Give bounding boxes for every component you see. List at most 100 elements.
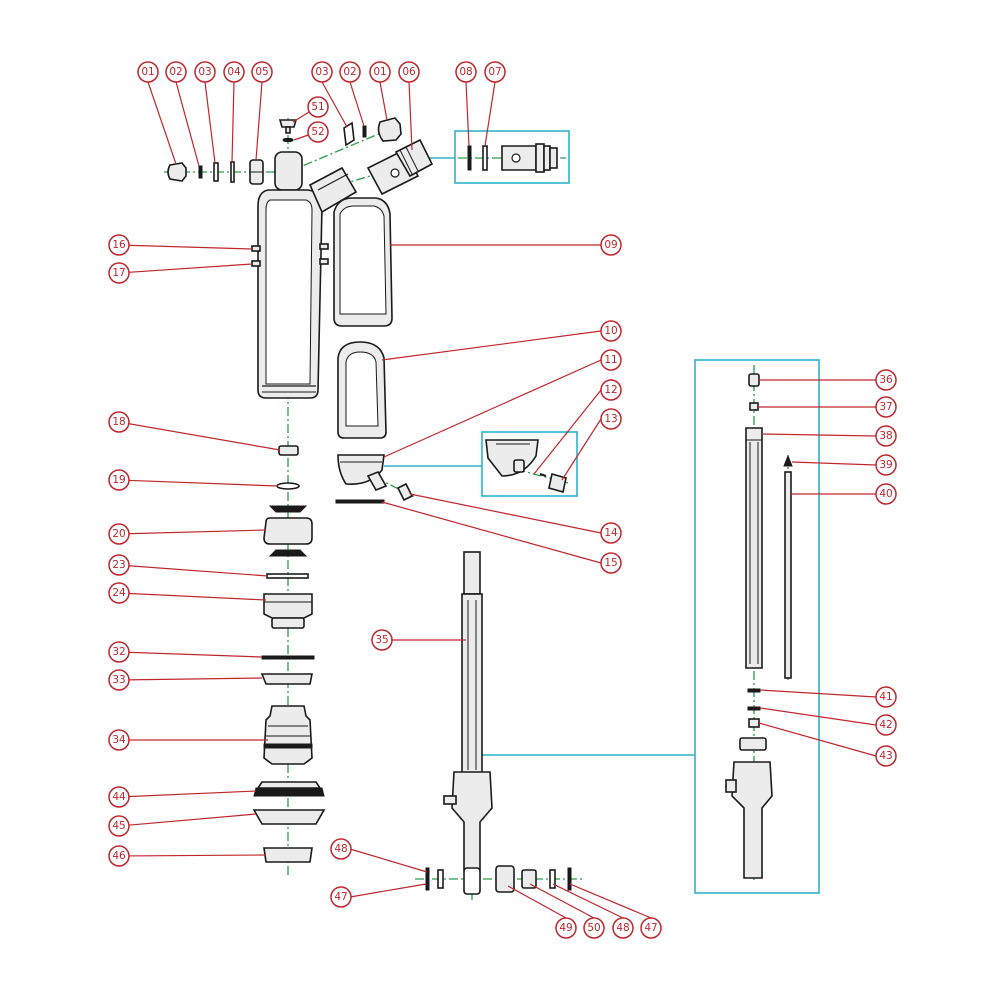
callout-23-label: 23 [112,559,125,571]
callout-13: 13 [600,408,622,430]
callout-42-label: 42 [879,719,892,731]
part-35-shaft [443,551,493,895]
callout-06-label: 06 [402,66,416,78]
callout-12: 12 [600,379,622,401]
body-top-collar [274,151,303,191]
callout-48a-label: 48 [334,843,347,855]
callout-38-label: 38 [879,430,892,442]
callout-34-label: 34 [112,734,126,746]
callout-05-label: 05 [255,66,268,78]
callout-10-label: 10 [604,325,617,337]
callout-11: 11 [600,349,622,371]
callout-52: 52 [307,121,329,143]
nozzle-detail [485,439,567,494]
callout-44-label: 44 [112,791,126,803]
callout-14-label: 14 [604,527,618,539]
part-39-tip [783,454,793,467]
callout-01a-label: 01 [141,66,154,78]
callout-41: 41 [875,686,897,708]
detail-box-shaft [694,359,820,894]
shaft-detail [725,373,793,879]
callout-05: 05 [251,61,273,83]
part-01b-nut [377,117,402,142]
callout-38: 38 [875,425,897,447]
part-37-washer [749,402,759,411]
callout-14: 14 [600,522,622,544]
callout-02a-label: 02 [169,66,182,78]
body-neck [308,166,358,214]
callout-43-label: 43 [879,750,892,762]
callout-45: 45 [108,815,130,837]
callout-15-label: 15 [604,557,617,569]
callout-15: 15 [600,552,622,574]
callout-02b-label: 02 [343,66,356,78]
detail-box-valve [454,130,570,184]
part-19-ring [276,482,300,490]
callout-02b: 02 [339,61,361,83]
part-07-ring [482,145,488,171]
callout-35: 35 [371,629,393,651]
callout-06: 06 [398,61,420,83]
callout-48b: 48 [612,917,634,939]
callout-47b-label: 47 [644,922,657,934]
part-48a-washer [437,869,444,889]
part-32-ring [261,655,315,660]
callout-47a-label: 47 [334,891,347,903]
callout-08a: 08 [455,61,477,83]
top-screw [278,119,298,143]
bottom-fittings [425,865,572,893]
valve-detail [467,143,558,173]
callout-02a: 02 [165,61,187,83]
part-52-washer [282,137,294,143]
detail-box-nozzle [481,431,578,497]
part-10-cup [337,341,387,439]
callout-23: 23 [108,554,130,576]
callout-49-label: 49 [559,922,572,934]
top-right-fittings [343,117,402,147]
callout-03a-label: 03 [198,66,211,78]
callout-51-label: 51 [311,101,324,113]
part-18-nut [278,445,299,456]
callout-20: 20 [108,523,130,545]
callout-17-label: 17 [112,267,125,279]
callout-03a: 03 [194,61,216,83]
callout-03b-label: 03 [315,66,328,78]
callout-19-label: 19 [112,474,125,486]
part-20-body [263,517,313,545]
callout-50-label: 50 [587,922,600,934]
callout-33: 33 [108,669,130,691]
part-34-valve [263,705,313,765]
callout-01a: 01 [137,61,159,83]
lower-stack [252,445,326,863]
part-47b-washer [567,867,572,891]
part-24-housing [263,593,313,619]
callout-39-label: 39 [879,459,892,471]
callout-35-label: 35 [375,634,388,646]
part-48b-washer [549,869,556,889]
top-left-fittings [167,159,264,185]
part-49-bushing [495,865,515,893]
part-36-nut [748,373,760,387]
callouts: 01 02 03 04 05 03 02 01 06 08 07 51 52 1… [108,61,897,939]
callout-41-label: 41 [879,691,892,703]
part-13-fitting [548,472,567,494]
part-51-screw [278,119,298,128]
callout-48a: 48 [330,838,352,860]
part-03-ring [213,162,219,182]
callout-03b: 03 [311,61,333,83]
callout-19: 19 [108,469,130,491]
callout-20-label: 20 [112,528,125,540]
callout-52-label: 52 [311,126,324,138]
callout-50: 50 [583,917,605,939]
callout-18-label: 18 [112,416,125,428]
callout-07: 07 [484,61,506,83]
callout-46: 46 [108,845,130,867]
callout-04-label: 04 [227,66,241,78]
part-43-washer [748,718,760,728]
part-33-seat [260,673,313,685]
part-42-ring [747,706,761,711]
callout-34: 34 [108,729,130,751]
callout-11-label: 11 [604,354,617,366]
callout-47a: 47 [330,886,352,908]
